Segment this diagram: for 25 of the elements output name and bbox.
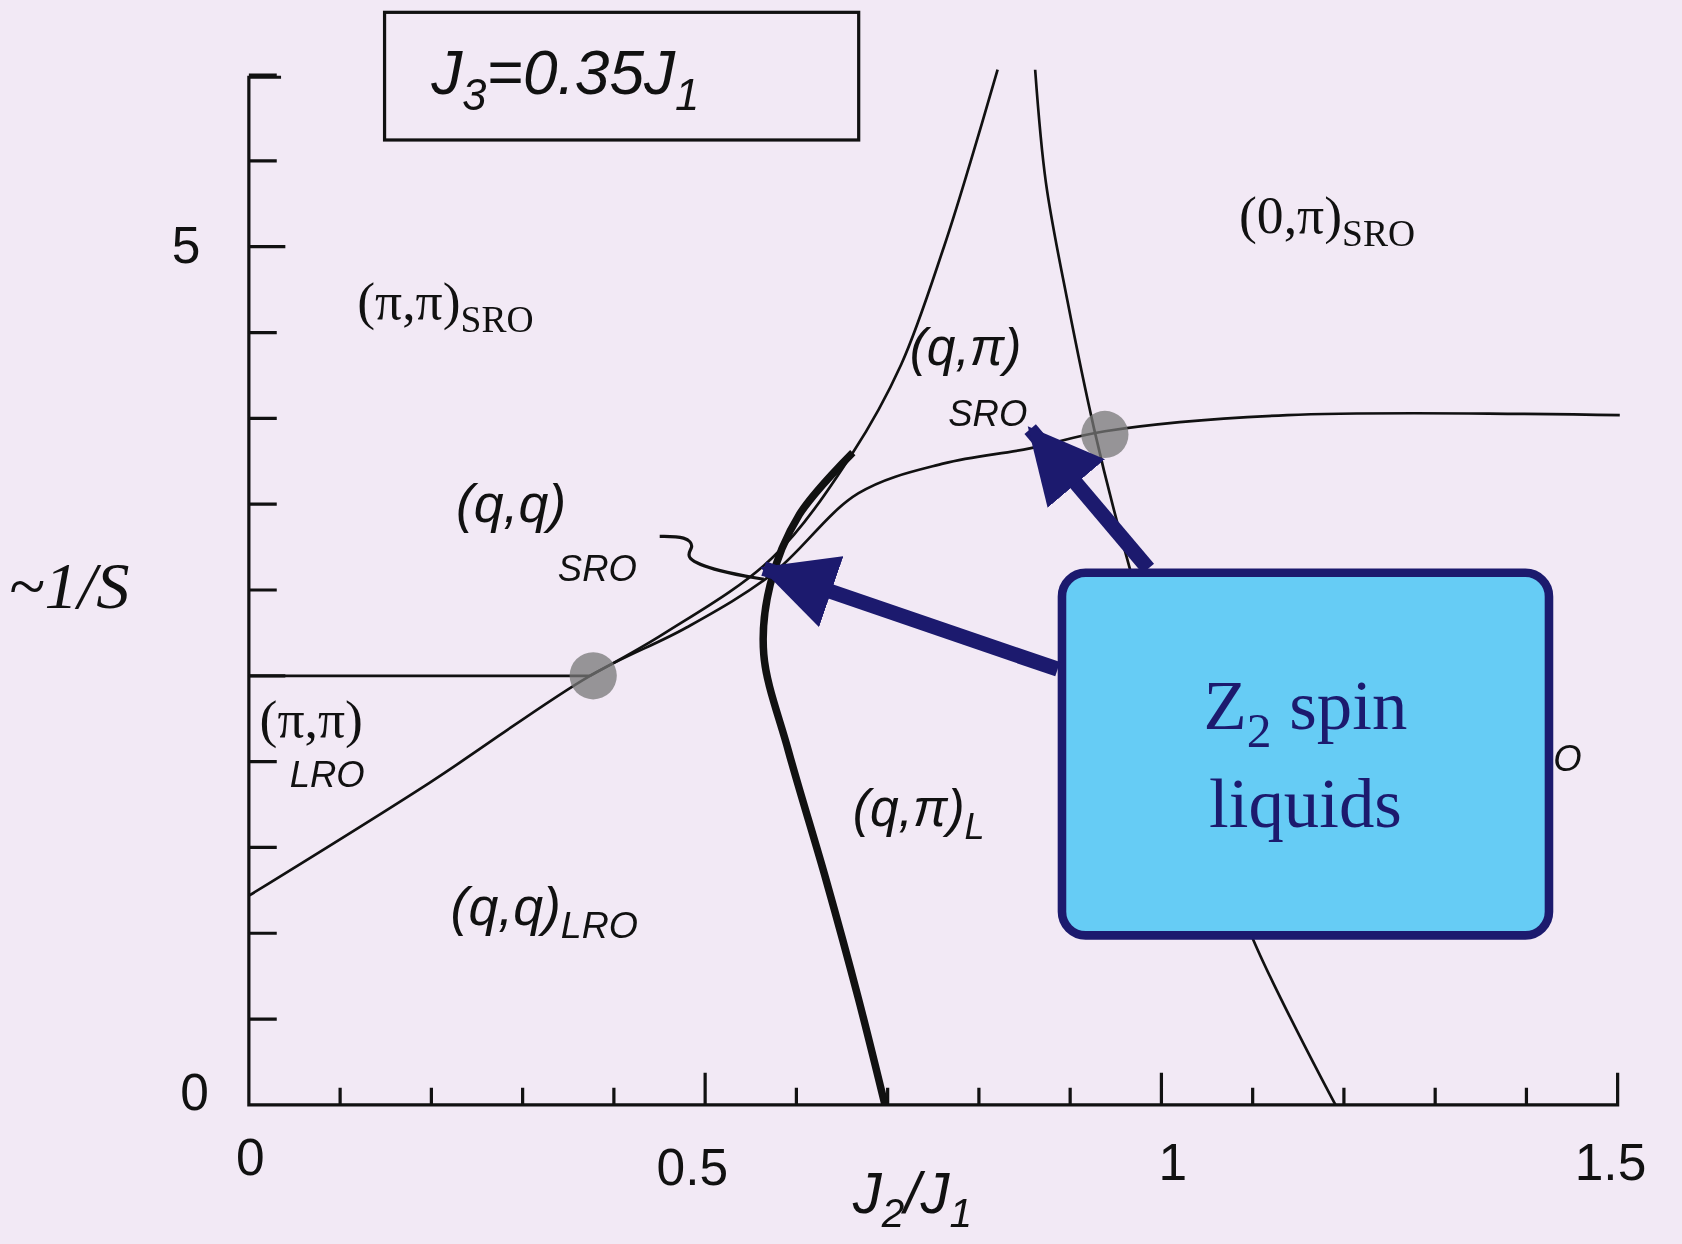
phase-label: (q,q)$_{LRO}$ <box>450 879 638 944</box>
tick-label: 5 <box>171 219 201 272</box>
tick-label: 0 <box>236 1131 265 1184</box>
parameter-box <box>382 10 861 142</box>
tick-label: 1.5 <box>1574 1137 1647 1189</box>
phase-label: O <box>1553 740 1582 777</box>
phase-label: (π,π) <box>259 691 363 746</box>
axis-title: ~1/S <box>8 552 130 619</box>
leader-line <box>659 534 765 581</box>
arrow <box>760 556 1061 677</box>
callout-text: Z$_{2}$ spin liquids <box>1202 665 1409 844</box>
phase-label: SRO <box>948 394 1028 432</box>
tick-label: 0 <box>180 1067 209 1119</box>
phase-label: (q,q) <box>455 477 567 531</box>
axis-title: J$_{2}$/J$_{1}$ <box>852 1163 972 1235</box>
phase-label: SRO <box>557 550 637 587</box>
phase-label: (q,π) <box>909 321 1022 374</box>
callout-box <box>1057 568 1554 940</box>
phase-label: LRO <box>289 756 365 793</box>
phase-label: (q,π)$_{L}$ <box>852 783 985 845</box>
parameter-label: J$_{3}$=0.35J$_{1}$ <box>431 41 700 117</box>
phase-label: (π,π)$_{SRO}$ <box>357 273 534 339</box>
tick-label: 1 <box>1158 1137 1188 1189</box>
tick-label: 0.5 <box>656 1142 729 1194</box>
phase-label: (0,π)$_{SRO}$ <box>1238 187 1416 253</box>
